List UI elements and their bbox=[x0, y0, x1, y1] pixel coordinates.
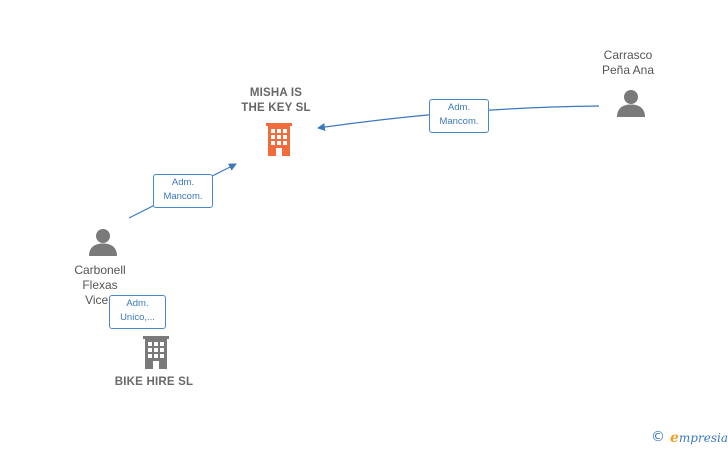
brand-initial: e bbox=[670, 430, 679, 446]
carbonell-label-line2: Flexas bbox=[82, 278, 118, 292]
edge-label-line1: Adm. bbox=[171, 177, 195, 188]
brand-rest: mpresia bbox=[678, 431, 728, 445]
building-icon[interactable] bbox=[140, 335, 172, 369]
carbonell-label-line1: Carbonell bbox=[74, 263, 126, 277]
carrasco-person-label: Carrasco Peña Ana bbox=[578, 48, 678, 78]
misha-company-label: MISHA IS THE KEY SL bbox=[224, 86, 328, 116]
person-icon[interactable] bbox=[88, 228, 118, 256]
edge-label-carbonell-misha[interactable]: Adm. Mancom. bbox=[153, 174, 213, 208]
edge-label-line1: Adm. bbox=[447, 102, 471, 113]
carbonell-person-label: Carbonell Flexas Vicen bbox=[50, 263, 150, 308]
edge-label-line2: Mancom. bbox=[163, 191, 203, 202]
empresia-logo: empresia bbox=[670, 430, 728, 446]
misha-label-line1: MISHA IS bbox=[249, 87, 303, 99]
carbonell-label-line3: Vicen bbox=[85, 293, 115, 307]
building-icon[interactable] bbox=[263, 122, 295, 156]
person-icon[interactable] bbox=[616, 89, 646, 117]
edge-label-line2: Unico,... bbox=[120, 312, 155, 323]
edge-label-line2: Mancom. bbox=[439, 116, 479, 127]
bike-company-label: BIKE HIRE SL bbox=[98, 375, 210, 390]
carrasco-label-line1: Carrasco bbox=[603, 48, 653, 62]
carrasco-label-line2: Peña Ana bbox=[601, 63, 655, 77]
edge-label-carbonell-bike[interactable]: Adm. Unico,... bbox=[109, 295, 166, 329]
edge-label-line1: Adm. bbox=[126, 298, 149, 309]
copyright-icon: © bbox=[651, 429, 665, 445]
bike-label: BIKE HIRE SL bbox=[114, 376, 194, 388]
misha-label-line2: THE KEY SL bbox=[241, 102, 311, 114]
edge-label-carrasco-misha[interactable]: Adm. Mancom. bbox=[429, 99, 489, 133]
